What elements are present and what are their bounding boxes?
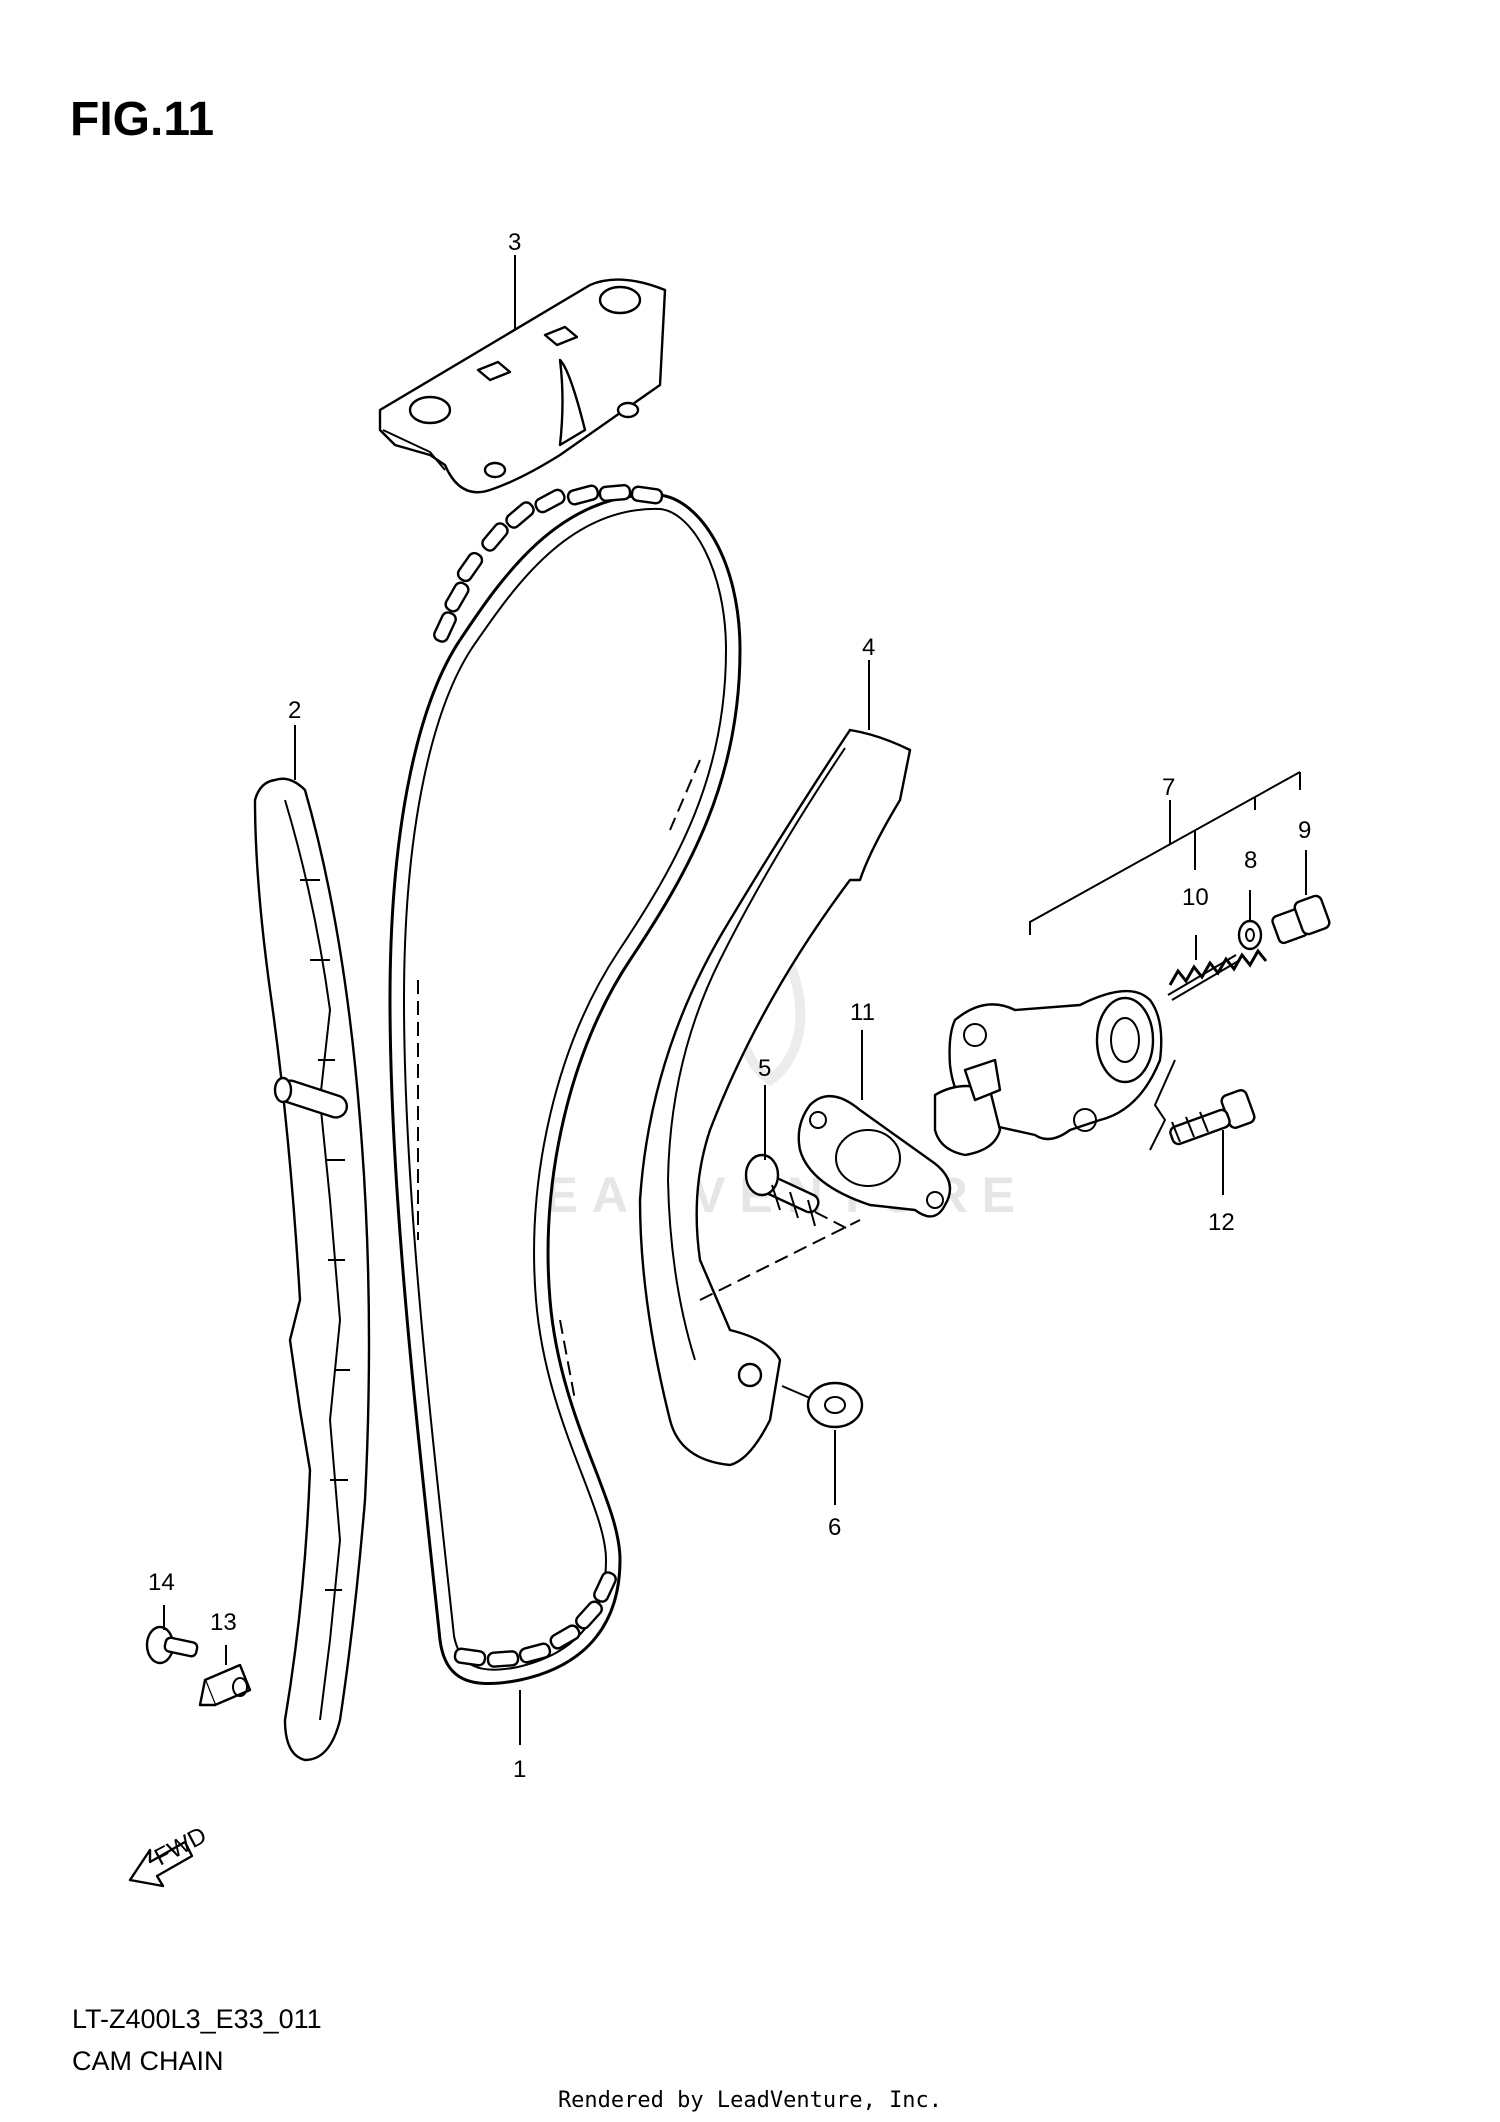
chain-links-bottom bbox=[453, 1571, 617, 1668]
callout-8: 8 bbox=[1244, 847, 1257, 874]
part-4-tensioner-guide[interactable] bbox=[638, 728, 912, 1467]
part-7-cam-chain-tensioner[interactable] bbox=[933, 989, 1176, 1157]
callout-9: 9 bbox=[1298, 817, 1311, 844]
callout-2: 2 bbox=[288, 697, 301, 724]
part-3-upper-guide-bracket[interactable] bbox=[378, 278, 667, 494]
part-11-gasket[interactable] bbox=[797, 1095, 952, 1218]
rendered-by-credit: Rendered by LeadVenture, Inc. bbox=[557, 2088, 943, 2113]
callout-1: 1 bbox=[513, 1756, 526, 1783]
part-8-washer[interactable] bbox=[1237, 919, 1263, 951]
part-2-chain-guide[interactable] bbox=[253, 777, 371, 1762]
part-9-cap-bolt[interactable] bbox=[1271, 894, 1331, 945]
callout-7: 7 bbox=[1162, 774, 1175, 801]
part-13-lock-plate[interactable] bbox=[198, 1663, 252, 1707]
callout-6: 6 bbox=[828, 1514, 841, 1541]
part-10-spring[interactable] bbox=[1167, 948, 1268, 1001]
part-6-washer[interactable] bbox=[781, 1381, 864, 1429]
section-name: CAM CHAIN bbox=[72, 2046, 224, 2076]
callout-12: 12 bbox=[1208, 1209, 1235, 1236]
callout-11: 11 bbox=[850, 999, 875, 1026]
callout-10: 10 bbox=[1182, 884, 1209, 911]
fwd-arrow: FWD bbox=[128, 1822, 211, 1888]
callout-4: 4 bbox=[862, 634, 875, 661]
leader-lines bbox=[163, 255, 1307, 1745]
part-14-screw[interactable] bbox=[145, 1625, 199, 1665]
figure-title: FIG.11 bbox=[70, 93, 215, 146]
callouts: 3 2 4 7 9 8 10 11 5 12 6 14 13 1 bbox=[148, 229, 1311, 1783]
callout-13: 13 bbox=[210, 1609, 237, 1636]
callout-14: 14 bbox=[148, 1569, 175, 1596]
chain-links-top bbox=[433, 484, 664, 643]
callout-5: 5 bbox=[758, 1055, 771, 1082]
part-1-cam-chain[interactable] bbox=[388, 484, 742, 1686]
part-5-guide-bolt[interactable] bbox=[744, 1153, 851, 1231]
callout-3: 3 bbox=[508, 229, 521, 256]
model-code: LT-Z400L3_E33_011 bbox=[72, 2004, 322, 2034]
part-12-tensioner-bolt[interactable] bbox=[1169, 1089, 1256, 1146]
